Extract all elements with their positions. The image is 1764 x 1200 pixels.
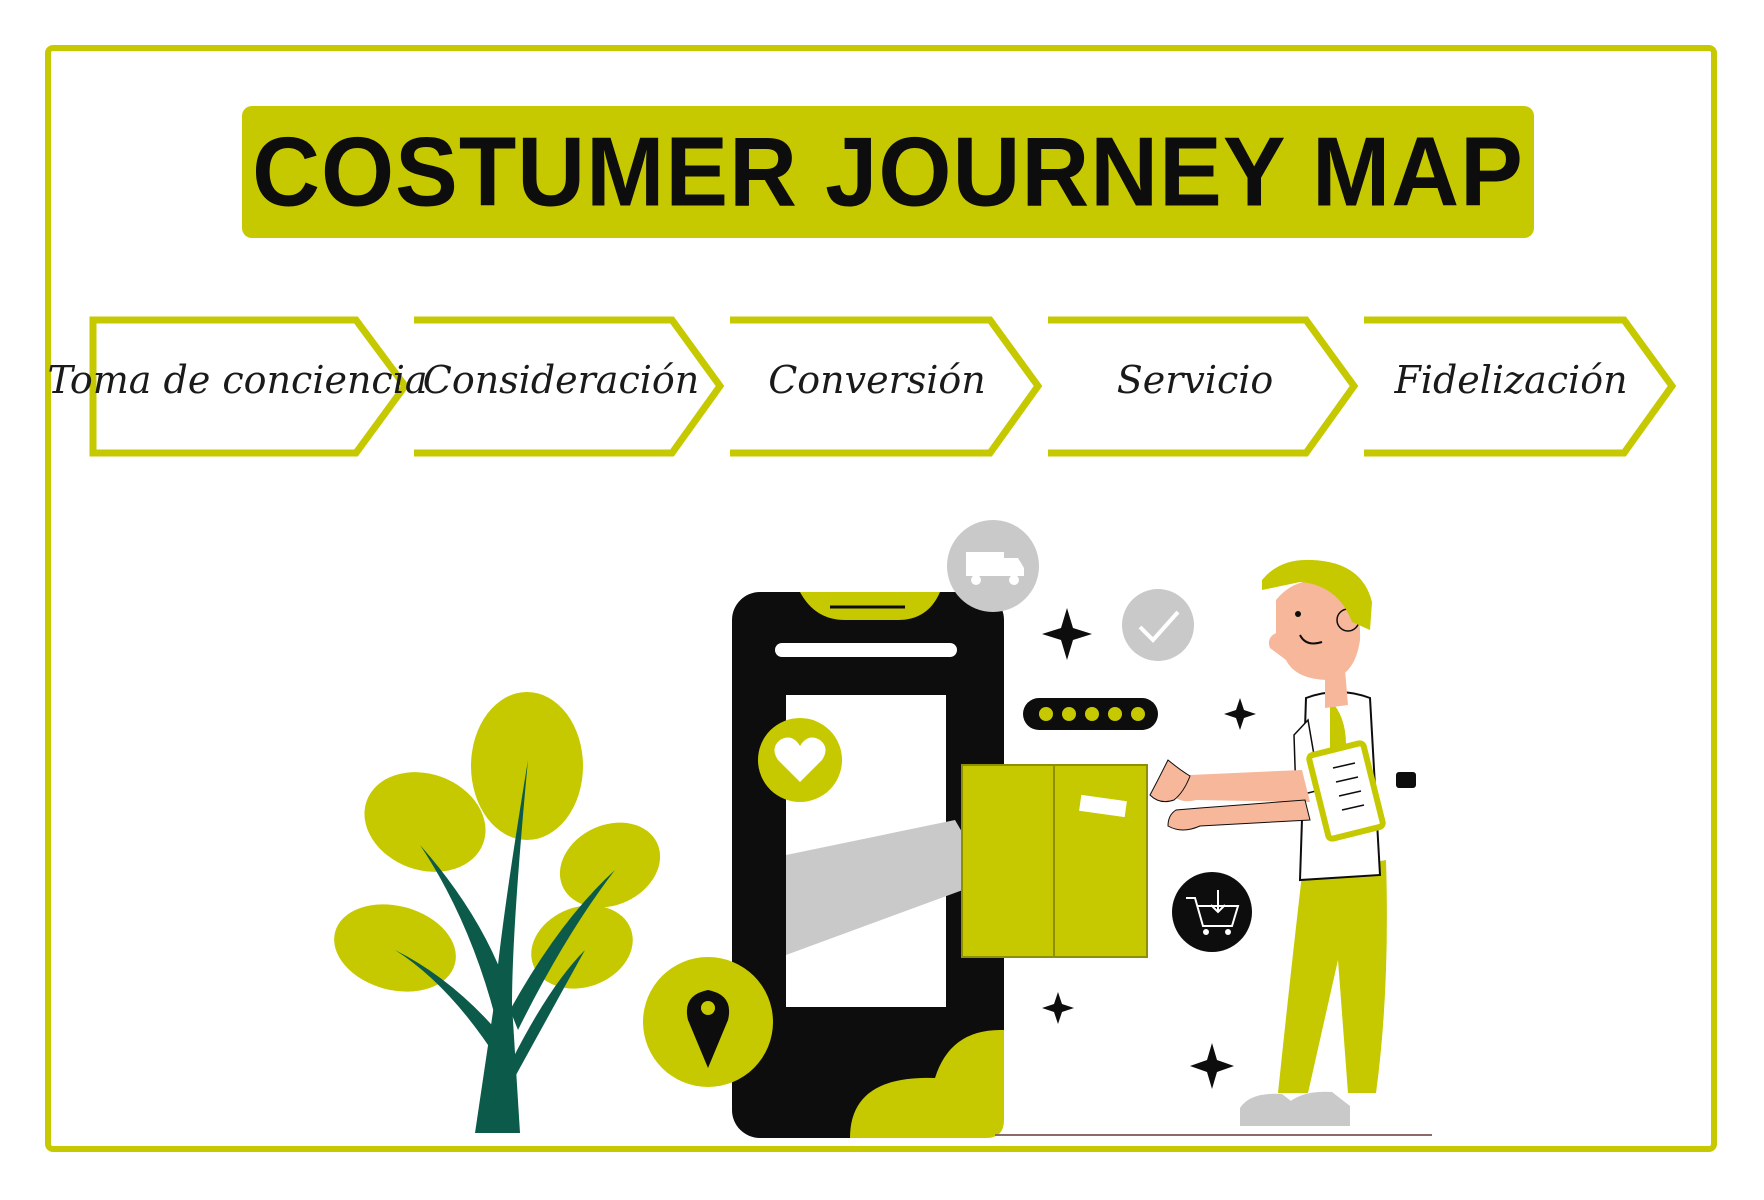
title-banner: COSTUMER JOURNEY MAP [242,106,1534,238]
stage-label-awareness: Toma de conciencia [47,358,428,402]
stage-label-loyalty: Fidelización [1394,358,1628,402]
courier-illustration [995,559,1432,1136]
check-icon [1122,589,1194,661]
truck-icon [947,520,1039,612]
plant-illustration [334,692,661,1133]
page-title: COSTUMER JOURNEY MAP [252,116,1524,227]
package-box [961,764,1148,958]
stage-label-service: Servicio [1116,358,1274,402]
heart-icon [758,718,842,802]
stage-label-conversion: Conversión [768,358,986,402]
star-rating-icon [1023,698,1158,730]
sparkle-icon [1042,608,1256,1089]
location-pin-icon [643,957,773,1087]
cart-icon [1172,872,1252,952]
stage-label-consideration: Consideración [422,358,700,402]
